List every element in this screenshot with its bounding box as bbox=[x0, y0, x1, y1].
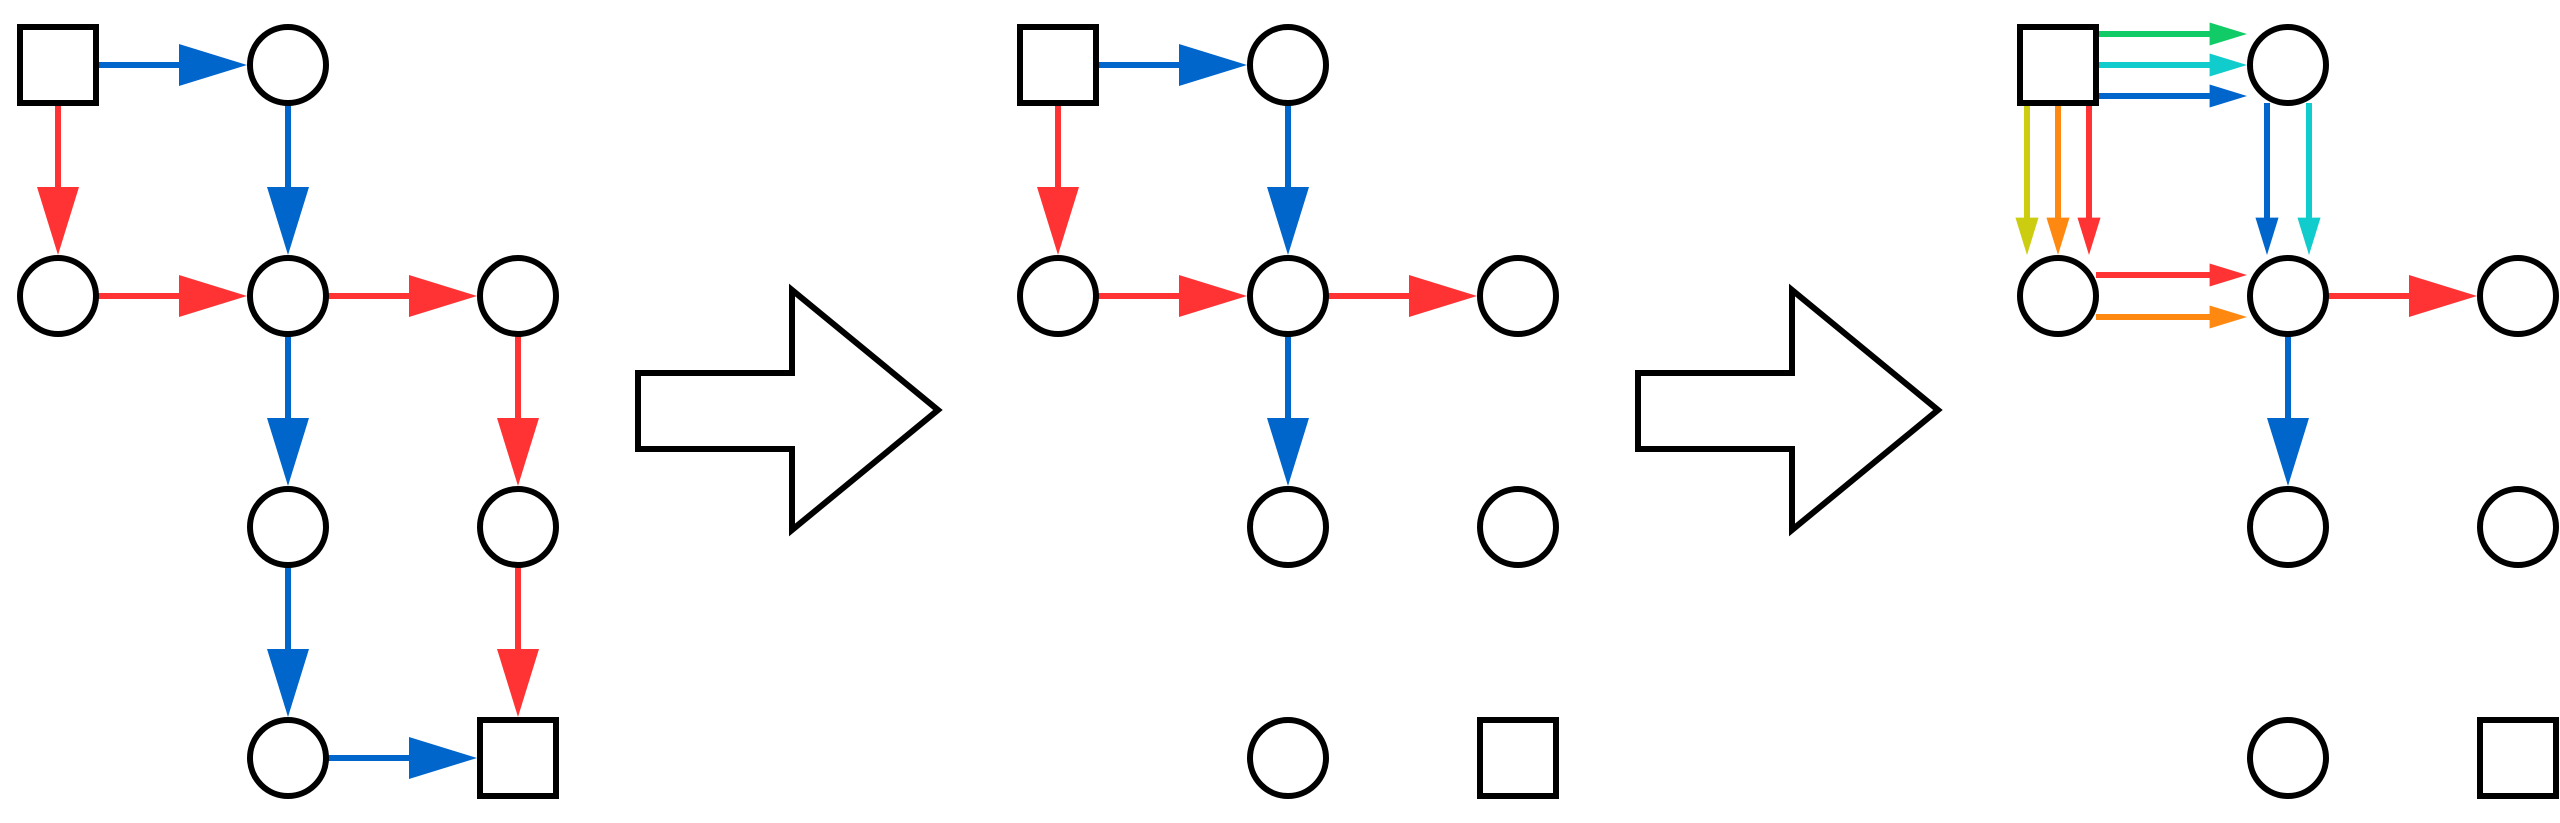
arrowhead-icon bbox=[2209, 53, 2247, 77]
circle-node bbox=[247, 255, 329, 337]
edge-a-c-red bbox=[1037, 103, 1079, 255]
edge-a-b-cyan bbox=[2096, 53, 2247, 77]
arrowhead-icon bbox=[2209, 305, 2247, 329]
nodes bbox=[2017, 24, 2559, 799]
arrowhead-icon bbox=[2209, 263, 2247, 287]
arrowhead-icon bbox=[409, 275, 477, 317]
nodes bbox=[1017, 24, 1559, 799]
edge-a-c-red bbox=[2077, 103, 2101, 255]
circle-node bbox=[1247, 24, 1329, 106]
circle-node bbox=[2477, 486, 2559, 568]
arrowhead-icon bbox=[2297, 217, 2321, 255]
edge-c-d-red bbox=[1096, 275, 1247, 317]
arrowhead-icon bbox=[2015, 217, 2039, 255]
edge-c-d-orange bbox=[2096, 305, 2247, 329]
edge-a-c-yellow bbox=[2015, 103, 2039, 255]
edge-d-e-red bbox=[1326, 275, 1477, 317]
circle-node bbox=[2247, 486, 2329, 568]
transitions-layer bbox=[635, 283, 1943, 537]
arrowhead-icon bbox=[2267, 418, 2309, 486]
circle-node bbox=[2247, 255, 2329, 337]
circle-node bbox=[477, 486, 559, 568]
arrowhead-icon bbox=[2209, 84, 2247, 108]
square-node bbox=[1477, 717, 1559, 799]
circle-node bbox=[1247, 486, 1329, 568]
edge-h-i-blue bbox=[326, 737, 477, 779]
edge-b-d-blue bbox=[2255, 103, 2279, 255]
arrowhead-icon bbox=[2209, 22, 2247, 46]
edge-d-f-blue bbox=[1267, 334, 1309, 486]
block-arrow-right-icon bbox=[1635, 283, 1943, 537]
arrowhead-icon bbox=[1267, 187, 1309, 255]
edge-a-c-orange bbox=[2046, 103, 2070, 255]
arrowhead-icon bbox=[179, 275, 247, 317]
circle-node bbox=[17, 255, 99, 337]
square-node bbox=[17, 24, 99, 106]
arrowhead-icon bbox=[1179, 275, 1247, 317]
arrowhead-icon bbox=[267, 418, 309, 486]
edge-b-d-blue bbox=[267, 103, 309, 255]
circle-node bbox=[2247, 717, 2329, 799]
arrowhead-icon bbox=[1267, 418, 1309, 486]
arrowhead-icon bbox=[267, 187, 309, 255]
arrowhead-icon bbox=[2409, 275, 2477, 317]
circle-node bbox=[2247, 24, 2329, 106]
panel-3 bbox=[2015, 22, 2559, 799]
arrowhead-icon bbox=[497, 649, 539, 717]
square-node bbox=[2017, 24, 2099, 106]
circle-node bbox=[247, 486, 329, 568]
arrowhead-icon bbox=[37, 187, 79, 255]
edge-d-e-red bbox=[2326, 275, 2477, 317]
edges bbox=[1037, 44, 1477, 486]
edges bbox=[2015, 22, 2477, 486]
arrowhead-icon bbox=[409, 737, 477, 779]
edge-a-b-blue bbox=[1096, 44, 1247, 86]
square-node bbox=[2477, 717, 2559, 799]
edge-d-e-red bbox=[326, 275, 477, 317]
edge-a-b-green bbox=[2096, 22, 2247, 46]
circle-node bbox=[247, 24, 329, 106]
panel-1 bbox=[17, 24, 559, 799]
edge-a-b-blue bbox=[96, 44, 247, 86]
nodes bbox=[17, 24, 559, 799]
edge-d-f-blue bbox=[267, 334, 309, 486]
circle-node bbox=[2477, 255, 2559, 337]
arrowhead-icon bbox=[497, 418, 539, 486]
panels-layer bbox=[17, 22, 2559, 799]
arrowhead-icon bbox=[179, 44, 247, 86]
arrowhead-icon bbox=[1179, 44, 1247, 86]
arrowhead-icon bbox=[1409, 275, 1477, 317]
square-node bbox=[1017, 24, 1099, 106]
circle-node bbox=[247, 717, 329, 799]
circle-node bbox=[1017, 255, 1099, 337]
square-node bbox=[477, 717, 559, 799]
arrowhead-icon bbox=[2255, 217, 2279, 255]
edge-c-d-red bbox=[96, 275, 247, 317]
circle-node bbox=[1477, 255, 1559, 337]
edge-g-i-red bbox=[497, 565, 539, 717]
edges bbox=[37, 44, 539, 779]
edge-a-b-blue bbox=[2096, 84, 2247, 108]
circle-node bbox=[1247, 717, 1329, 799]
edge-a-c-red bbox=[37, 103, 79, 255]
edge-c-d-red bbox=[2096, 263, 2247, 287]
circle-node bbox=[477, 255, 559, 337]
arrowhead-icon bbox=[1037, 187, 1079, 255]
edge-e-g-red bbox=[497, 334, 539, 486]
circle-node bbox=[1247, 255, 1329, 337]
arrowhead-icon bbox=[2046, 217, 2070, 255]
circle-node bbox=[2017, 255, 2099, 337]
edge-d-f-blue bbox=[2267, 334, 2309, 486]
block-arrow-right-icon bbox=[635, 283, 943, 537]
edge-f-h-blue bbox=[267, 565, 309, 717]
edge-b-d-cyan bbox=[2297, 103, 2321, 255]
arrowhead-icon bbox=[267, 649, 309, 717]
circle-node bbox=[1477, 486, 1559, 568]
arrowhead-icon bbox=[2077, 217, 2101, 255]
edge-b-d-blue bbox=[1267, 103, 1309, 255]
panel-2 bbox=[1017, 24, 1559, 799]
